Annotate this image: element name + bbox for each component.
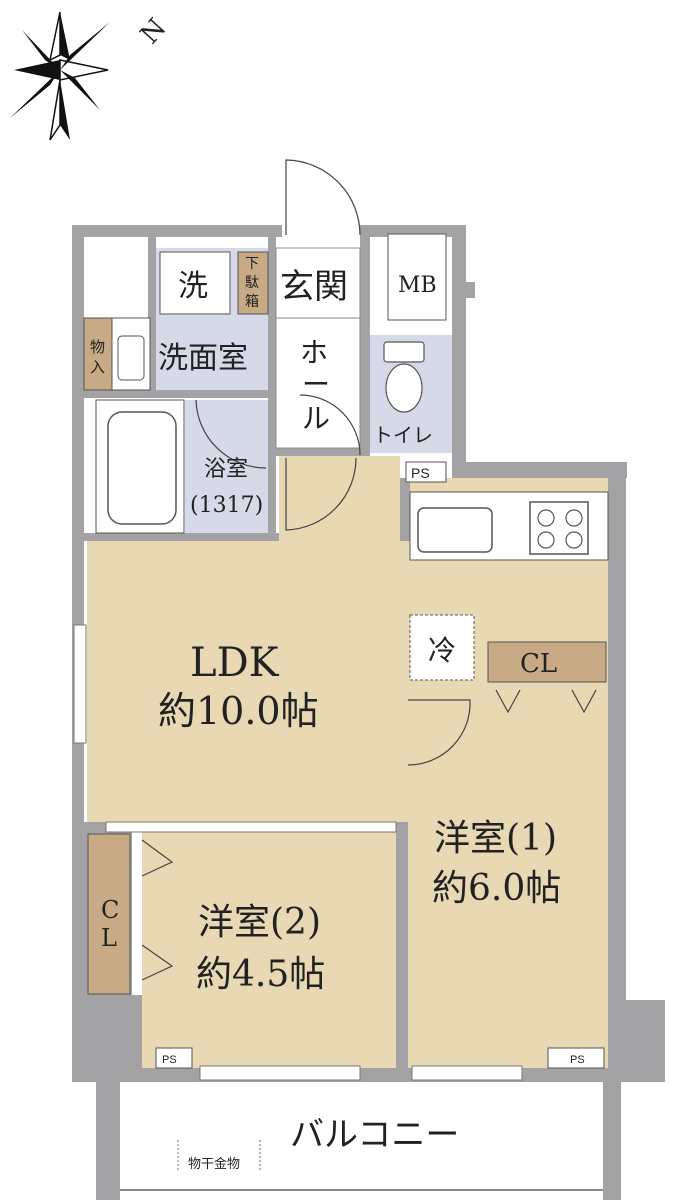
- doors: [141, 159, 597, 981]
- ps-top-label: PS: [411, 465, 430, 481]
- monoire-label-1: 物: [90, 338, 105, 356]
- ps-bottom-right-label: PS: [570, 1054, 585, 1066]
- compass-rose-icon: [10, 11, 110, 141]
- burner-icon: [565, 531, 583, 549]
- monoire-box: [83, 317, 113, 391]
- sentakuki-label: 洗: [178, 269, 208, 304]
- hall-floor: [275, 317, 361, 449]
- hall-label-1: ホ: [300, 336, 328, 369]
- toilet-bowl: [385, 363, 423, 413]
- ps-bottom-left-label: PS: [162, 1054, 177, 1066]
- fridge-space: [409, 614, 475, 681]
- compass-north-label: N: [135, 13, 173, 50]
- burner-icon: [565, 509, 583, 527]
- mb-label: MB: [398, 273, 437, 298]
- getabako-label-2: 駄: [245, 275, 259, 291]
- toilet-label: トイレ: [373, 423, 433, 447]
- toilet-tank: [383, 341, 425, 363]
- genkan-label: 玄関: [280, 267, 348, 307]
- washer-space: [159, 251, 231, 315]
- youshitsu2-size-label: 約4.5帖: [196, 954, 325, 995]
- monohoshi-label: 物干金物: [188, 1156, 240, 1172]
- ps-top-box: [405, 461, 447, 483]
- hall-label-3: ル: [302, 402, 330, 435]
- cl-left-box: [87, 833, 131, 995]
- cl-left-label-2: L: [101, 924, 117, 952]
- yokushitsu-size-label: (1317): [190, 493, 263, 518]
- youshitsu1-label: 洋室(1): [434, 818, 557, 859]
- bathtub: [107, 411, 177, 525]
- burner-icon: [537, 509, 555, 527]
- windows: [73, 624, 523, 1081]
- sink: [417, 507, 493, 553]
- youshitsu2-label: 洋室(2): [198, 902, 321, 943]
- youshitsu1-floor: [408, 690, 608, 1068]
- cl-right-label: CL: [520, 649, 557, 679]
- cl-right-box: [487, 641, 607, 683]
- senmenshitsu-label: 洗面室: [158, 341, 248, 376]
- burner-icon: [537, 531, 555, 549]
- clothes-pole: [177, 1140, 261, 1172]
- cl-left-label-1: C: [101, 896, 119, 924]
- hall-label-2: ー: [302, 368, 330, 401]
- washbasin-bowl: [117, 335, 145, 381]
- getabako-label-3: 箱: [245, 294, 259, 310]
- getabako-box: [237, 251, 269, 315]
- youshitsu1-size-label: 約6.0帖: [432, 868, 561, 909]
- genkan-floor: [275, 247, 361, 319]
- monoire-label-2: 入: [90, 358, 105, 376]
- ps-bottom-left-box: [155, 1047, 193, 1069]
- yokushitsu-label: 浴室: [204, 457, 248, 482]
- ldk-size-label: 約10.0帖: [158, 689, 319, 733]
- rei-label: 冷: [428, 634, 456, 667]
- getabako-label-1: 下: [245, 256, 259, 272]
- youshitsu2-floor: [142, 832, 396, 1068]
- ldk-label: LDK: [190, 640, 280, 686]
- balcony-label: バルコニー: [290, 1115, 459, 1155]
- ps-bottom-right-box: [547, 1047, 605, 1069]
- entry-floor: [279, 456, 400, 546]
- mb-box: [387, 233, 447, 321]
